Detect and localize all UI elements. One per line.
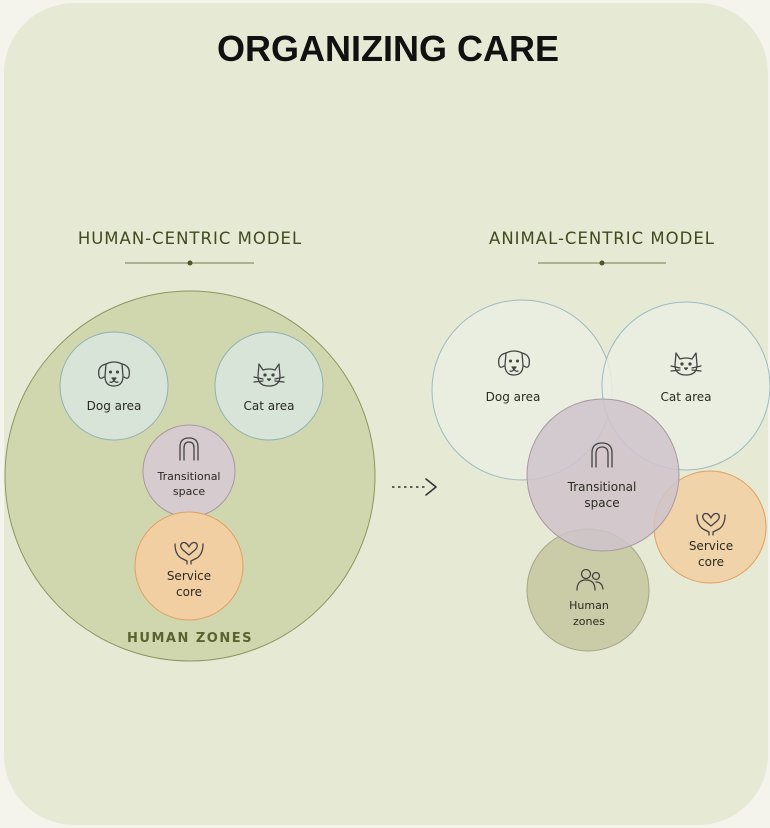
service-core-circle: Service core bbox=[134, 511, 244, 621]
service-core-label-2: core bbox=[698, 555, 724, 569]
cat-area-label: Cat area bbox=[660, 390, 711, 404]
animal-centric-model: ANIMAL-CENTRIC MODEL bbox=[431, 229, 770, 652]
cat-area-label: Cat area bbox=[243, 399, 294, 413]
transitional-space-circle: Transitional space bbox=[142, 424, 236, 518]
animal-centric-heading: ANIMAL-CENTRIC MODEL bbox=[489, 229, 715, 248]
human-centric-model: HUMAN-CENTRIC MODEL Dog area bbox=[4, 229, 376, 662]
dog-area-label: Dog area bbox=[486, 390, 541, 404]
service-core-label-1: Service bbox=[689, 539, 733, 553]
transitional-space-label-1: Transitional bbox=[567, 480, 637, 494]
arch-door-icon bbox=[179, 437, 199, 461]
transitional-space-label-2: space bbox=[584, 496, 619, 510]
heading-divider bbox=[538, 260, 666, 266]
human-zones-label-2: zones bbox=[573, 615, 605, 628]
cat-icon bbox=[253, 363, 285, 387]
human-zones-label-1: Human bbox=[569, 599, 609, 612]
human-centric-heading: HUMAN-CENTRIC MODEL bbox=[78, 229, 302, 248]
transitional-space-label-2: space bbox=[173, 485, 206, 498]
transitional-space-label-1: Transitional bbox=[157, 470, 221, 483]
dog-icon bbox=[98, 361, 130, 387]
cat-area-circle: Cat area bbox=[214, 331, 324, 441]
arrow-right-icon bbox=[392, 478, 437, 496]
heading-divider bbox=[125, 260, 254, 266]
service-core-label-2: core bbox=[176, 585, 202, 599]
dog-area-circle: Dog area bbox=[59, 331, 169, 441]
people-icon bbox=[576, 568, 604, 591]
arch-door-icon bbox=[591, 442, 613, 468]
heart-hands-icon bbox=[174, 541, 204, 565]
page-title: ORGANIZING CARE bbox=[217, 28, 559, 69]
dog-icon bbox=[498, 350, 530, 376]
cat-icon bbox=[670, 352, 702, 376]
dog-area-label: Dog area bbox=[87, 399, 142, 413]
heart-hands-icon bbox=[696, 512, 726, 536]
transitional-space-circle bbox=[526, 398, 680, 552]
service-core-label-1: Service bbox=[167, 569, 211, 583]
human-zones-label: HUMAN ZONES bbox=[127, 631, 253, 646]
